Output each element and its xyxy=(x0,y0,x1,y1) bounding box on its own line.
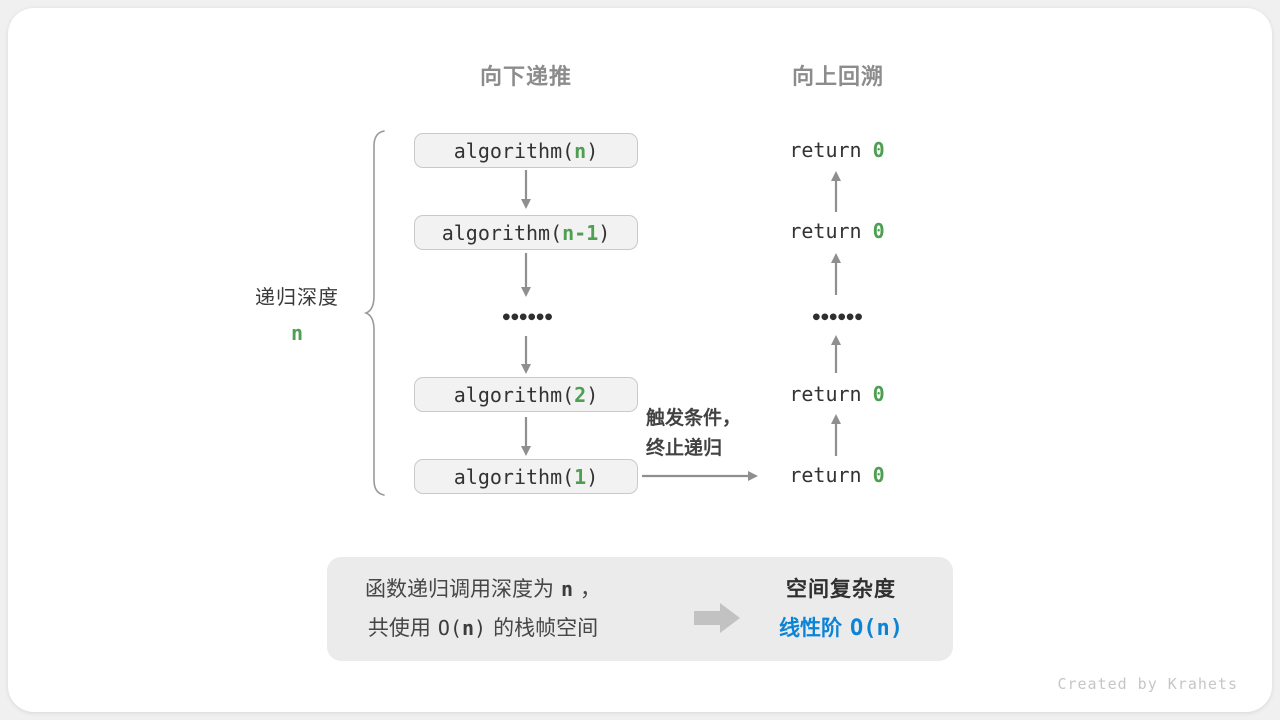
summary-text: 共使用 xyxy=(367,617,431,640)
return-value: 0 xyxy=(872,463,885,487)
base-case-note-line2: 终止递归 xyxy=(646,438,723,459)
summary-code: ) xyxy=(474,616,487,640)
space-complexity-result: 线性阶 O(n) xyxy=(743,609,939,648)
code-text: ) xyxy=(586,464,599,489)
code-arg: n-1 xyxy=(562,220,599,245)
summary-text: ， xyxy=(580,578,602,601)
ellipsis-returns: •••••• xyxy=(810,307,865,329)
code-arg: 2 xyxy=(574,382,587,407)
header-downward-recursion: 向下递推 xyxy=(479,64,572,89)
code-text: ) xyxy=(586,382,599,407)
code-text: algorithm( xyxy=(453,382,575,407)
depth-variable: n xyxy=(290,321,304,345)
return-keyword: return xyxy=(789,463,862,487)
summary-var: n xyxy=(462,616,475,640)
return-value: 0 xyxy=(872,138,885,162)
summary-text: 的栈帧空间 xyxy=(493,617,599,640)
return-keyword: return xyxy=(789,138,862,162)
header-upward-backtracking: 向上回溯 xyxy=(791,64,884,89)
summary-conclusion: 空间复杂度 线性阶 O(n) xyxy=(743,570,939,648)
return-statement: return 0 xyxy=(757,219,917,243)
code-text: ) xyxy=(586,138,599,163)
return-statement: return 0 xyxy=(757,463,917,487)
code-text: algorithm( xyxy=(453,464,575,489)
code-arg: 1 xyxy=(574,464,587,489)
summary-var: n xyxy=(560,577,574,601)
return-statement: return 0 xyxy=(757,138,917,162)
return-keyword: return xyxy=(789,382,862,406)
return-value: 0 xyxy=(872,382,885,406)
return-keyword: return xyxy=(789,219,862,243)
depth-text: 递归深度 xyxy=(255,287,339,309)
result-label: 线性阶 xyxy=(779,617,842,640)
base-case-note-line1: 触发条件， xyxy=(646,408,742,429)
ellipsis-call-stack: •••••• xyxy=(500,307,555,329)
implies-arrow-icon xyxy=(694,603,740,633)
call-box-algorithm-n: algorithm(n) xyxy=(414,133,638,168)
summary-line2: 共使用 O(n) 的栈帧空间 xyxy=(333,609,633,648)
call-box-algorithm-1: algorithm(1) xyxy=(414,459,638,494)
summary-text: 函数递归调用深度为 xyxy=(364,578,554,601)
credit-watermark: Created by Krahets xyxy=(1057,675,1238,693)
summary-line1: 函数递归调用深度为 n ， xyxy=(333,570,633,609)
code-text: algorithm( xyxy=(453,138,575,163)
summary-code: O( xyxy=(437,616,462,640)
code-arg: n xyxy=(574,138,587,163)
summary-panel xyxy=(327,557,953,661)
call-box-algorithm-2: algorithm(2) xyxy=(414,377,638,412)
code-text: ) xyxy=(598,220,611,245)
return-value: 0 xyxy=(872,219,885,243)
space-complexity-title: 空间复杂度 xyxy=(786,578,896,601)
call-box-algorithm-n-1: algorithm(n-1) xyxy=(414,215,638,250)
recursion-depth-label: 递归深度 n xyxy=(237,281,357,345)
code-text: algorithm( xyxy=(441,220,563,245)
result-code: O(n) xyxy=(850,616,903,641)
base-case-note: 触发条件， 终止递归 xyxy=(646,404,776,464)
return-statement: return 0 xyxy=(757,382,917,406)
